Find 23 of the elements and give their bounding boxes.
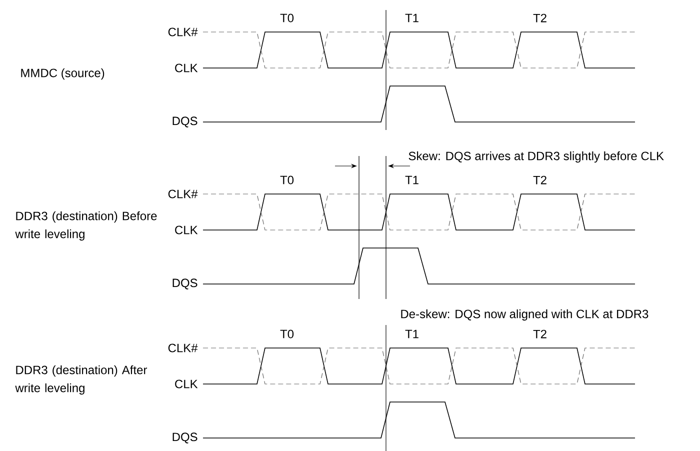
annotation-text: De-skew: DQS now aligned with CLK at DDR3: [401, 309, 648, 321]
signal-label: CLK: [175, 380, 198, 388]
cycle-label: T2: [533, 176, 546, 184]
annotation-text: Skew: DQS arrives at DDR3 slightly before CLK: [408, 151, 664, 163]
cycle-label: T1: [405, 176, 418, 184]
signal-label: DQS: [172, 432, 198, 444]
signal-label: DQS: [172, 278, 198, 290]
cycle-label: T2: [533, 14, 546, 22]
cycle-label: T0: [280, 330, 294, 338]
panel-title: DDR3 (destination) After write leveling: [15, 365, 148, 395]
signal-label: CLK: [175, 64, 198, 72]
cycle-label: T1: [405, 14, 418, 22]
signal-label: CLK: [175, 226, 198, 234]
cycle-label: T0: [280, 14, 294, 22]
cycle-label: T1: [405, 330, 418, 338]
signal-label: CLK#: [168, 344, 198, 352]
panel-title: MMDC (source): [21, 68, 104, 80]
cycle-label: T2: [533, 330, 546, 338]
signal-label: DQS: [172, 116, 198, 128]
cycle-label: T0: [280, 176, 294, 184]
panel-title: DDR3 (destination) Before write leveling: [15, 211, 157, 241]
signal-label: CLK#: [168, 28, 198, 36]
signal-label: CLK#: [168, 190, 198, 198]
